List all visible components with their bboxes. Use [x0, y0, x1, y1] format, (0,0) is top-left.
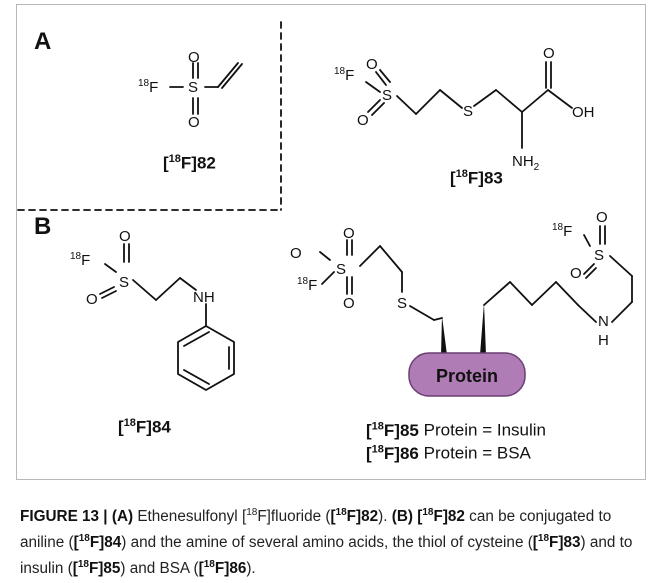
- svg-text:S: S: [594, 247, 604, 264]
- svg-text:NH: NH: [193, 289, 215, 306]
- structure-82: [169, 62, 243, 115]
- svg-text:O: O: [86, 291, 98, 308]
- compound-label-84: [18F]84: [118, 417, 171, 437]
- svg-text:18F: 18F: [297, 276, 317, 294]
- svg-text:18F: 18F: [552, 222, 572, 240]
- svg-text:O: O: [596, 209, 608, 226]
- svg-text:NH2: NH2: [512, 153, 540, 173]
- figure-caption: FIGURE 13 | (A) Ethenesulfonyl [18F]fluo…: [20, 507, 633, 578]
- wedge-bond-right: [480, 303, 486, 355]
- figure-panel: [16, 4, 646, 480]
- svg-text:S: S: [119, 274, 129, 291]
- svg-text:S: S: [463, 103, 473, 120]
- svg-text:O: O: [343, 225, 355, 242]
- wedge-bond-left: [441, 316, 447, 355]
- svg-text:O: O: [570, 265, 582, 282]
- svg-text:N: N: [598, 313, 609, 330]
- svg-text:18F: 18F: [70, 251, 90, 269]
- svg-text:O: O: [357, 112, 369, 129]
- svg-text:S: S: [188, 79, 198, 96]
- svg-text:18F: 18F: [334, 66, 354, 84]
- svg-text:O: O: [366, 56, 378, 73]
- panel-label-b: B: [34, 213, 52, 240]
- structure-83: [365, 61, 573, 149]
- svg-text:O: O: [188, 49, 200, 66]
- svg-text:O: O: [543, 45, 555, 62]
- compound-label-83: [18F]83: [450, 168, 503, 188]
- svg-text:S: S: [382, 87, 392, 104]
- svg-text:S: S: [336, 261, 346, 278]
- structure-84: [99, 243, 235, 391]
- compound-label-86: [18F]86 Protein = BSA: [366, 443, 531, 463]
- svg-text:18F: 18F: [138, 78, 158, 96]
- structure-85-86: [319, 225, 633, 323]
- svg-text:H: H: [598, 332, 609, 349]
- svg-text:S: S: [397, 295, 407, 312]
- panel-label-a: A: [34, 28, 52, 55]
- svg-text:O: O: [119, 228, 131, 245]
- structures-svg: 18F S O O 18F S O O S O OH NH2 18F S O O…: [17, 21, 633, 397]
- compound-label-82: [18F]82: [163, 153, 216, 173]
- svg-text:O: O: [343, 295, 355, 312]
- compound-label-85: [18F]85 Protein = Insulin: [366, 420, 546, 440]
- svg-text:OH: OH: [572, 104, 595, 121]
- protein-shape: [408, 352, 526, 397]
- svg-text:O: O: [188, 114, 200, 131]
- protein-label: Protein: [436, 366, 498, 386]
- svg-text:O: O: [290, 245, 302, 262]
